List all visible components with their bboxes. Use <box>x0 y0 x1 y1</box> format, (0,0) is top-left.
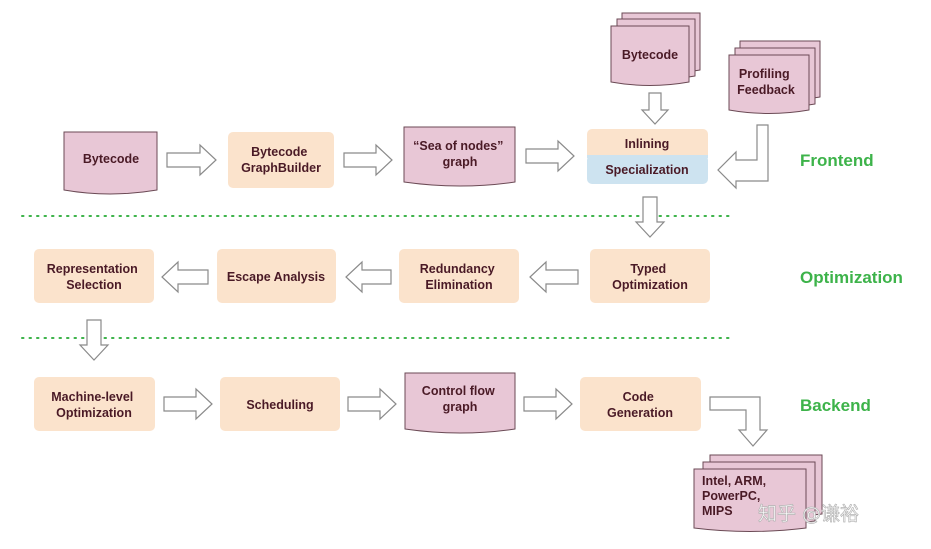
arrow-codegen-to-targets <box>709 396 769 447</box>
bytecode-top-node: Bytecode <box>610 12 701 86</box>
representation-selection-label: Representation Selection <box>47 262 141 292</box>
sea-of-nodes-label: “Sea of nodes” graph <box>413 139 507 169</box>
escape-analysis-label: Escape Analysis <box>227 270 325 284</box>
code-generation-label: Code Generation <box>607 390 673 420</box>
specialization-label: Specialization <box>605 163 688 177</box>
graphbuilder-node: Bytecode GraphBuilder <box>228 132 334 188</box>
backend-section-label: Backend <box>800 396 871 415</box>
arrow-scheduling-to-cfg <box>347 387 397 421</box>
targets-label: Intel, ARM, PowerPC, MIPS <box>702 474 770 518</box>
arrow-cfg-to-codegen <box>523 387 573 421</box>
watermark: 知乎 @谦裕 <box>758 503 859 525</box>
arrow-redundancy-to-escape <box>345 260 392 294</box>
arrow-bytecode-to-graphbuilder <box>166 143 217 177</box>
code-generation-node: Code Generation <box>580 377 701 431</box>
redundancy-elimination-node: Redundancy Elimination <box>399 249 519 303</box>
arrow-representation-to-machine <box>78 319 110 361</box>
graphbuilder-label: Bytecode GraphBuilder <box>241 145 321 175</box>
control-flow-graph-node: Control flow graph <box>404 372 516 434</box>
frontend-section-label: Frontend <box>800 151 874 170</box>
scheduling-node: Scheduling <box>220 377 340 431</box>
arrow-typed-to-redundancy <box>529 260 579 294</box>
bytecode-top-label: Bytecode <box>622 48 678 62</box>
bytecode-node: Bytecode <box>63 131 158 195</box>
specialization-box <box>587 155 708 184</box>
escape-analysis-node: Escape Analysis <box>217 249 336 303</box>
arrow-escape-to-representation <box>161 260 209 294</box>
sea-of-nodes-node: “Sea of nodes” graph <box>403 126 516 187</box>
arrow-graphbuilder-to-sea <box>343 143 393 177</box>
profiling-feedback-label: Profiling Feedback <box>737 67 795 97</box>
machine-level-optimization-label: Machine-level Optimization <box>51 390 136 420</box>
redundancy-elimination-label: Redundancy Elimination <box>420 262 499 292</box>
targets-node: Intel, ARM, PowerPC, MIPS <box>693 454 823 532</box>
typed-optimization-label: Typed Optimization <box>612 262 688 292</box>
inlining-specialization-node: Inlining Specialization <box>587 129 708 184</box>
arrow-sea-to-inlining <box>525 139 575 173</box>
arrow-specialization-to-typed <box>634 196 666 238</box>
machine-level-optimization-node: Machine-level Optimization <box>34 377 155 431</box>
arrow-profiling-to-specialization <box>717 124 769 190</box>
representation-selection-node: Representation Selection <box>34 249 154 303</box>
typed-optimization-node: Typed Optimization <box>590 249 710 303</box>
arrow-machine-to-scheduling <box>163 387 213 421</box>
bytecode-label: Bytecode <box>83 152 139 166</box>
inlining-label: Inlining <box>625 137 669 151</box>
scheduling-label: Scheduling <box>246 398 313 412</box>
profiling-feedback-node: Profiling Feedback <box>728 40 821 114</box>
optimization-section-label: Optimization <box>800 268 903 287</box>
control-flow-graph-label: Control flow graph <box>422 384 498 414</box>
arrow-bytecode-to-inlining <box>640 92 670 125</box>
